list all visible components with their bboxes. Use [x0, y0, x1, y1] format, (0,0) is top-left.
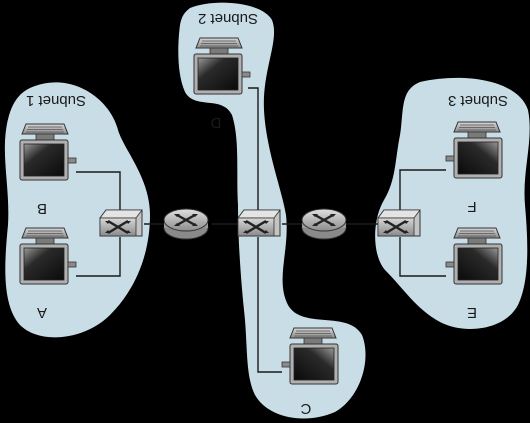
switch-icon	[236, 208, 282, 238]
links	[76, 87, 446, 373]
host-a[interactable]	[19, 227, 77, 285]
host-b[interactable]	[19, 123, 77, 181]
link-b-switch1	[76, 171, 121, 211]
host-a-label: A	[37, 304, 47, 321]
link-e-switch3	[399, 237, 446, 277]
switch-icon	[98, 208, 144, 238]
host-b-label: B	[37, 200, 47, 217]
subnet-1-label: Subnet 1	[26, 92, 86, 109]
router-2[interactable]	[300, 207, 348, 241]
router-icon	[300, 207, 348, 241]
subnet-3-label: Subnet 3	[448, 92, 508, 109]
host-d[interactable]	[193, 37, 251, 95]
switch-3[interactable]	[376, 208, 422, 238]
link-f-switch3	[399, 169, 446, 211]
host-e-label: E	[467, 304, 477, 321]
link-d-switch2	[248, 87, 259, 211]
switch-1[interactable]	[98, 208, 144, 238]
host-c[interactable]	[281, 327, 339, 385]
link-c-switch2	[257, 237, 282, 373]
host-f-label: F	[467, 198, 476, 215]
switch-icon	[376, 208, 422, 238]
subnet-2-label: Subnet 2	[198, 10, 258, 27]
subnet-3-region	[375, 77, 530, 329]
switch-2[interactable]	[236, 208, 282, 238]
host-c-label: C	[300, 400, 311, 417]
router-icon	[162, 207, 210, 241]
host-e[interactable]	[445, 227, 503, 285]
host-f[interactable]	[445, 121, 503, 179]
router-1[interactable]	[162, 207, 210, 241]
host-d-label: D	[210, 114, 221, 131]
link-a-switch1	[76, 237, 121, 277]
